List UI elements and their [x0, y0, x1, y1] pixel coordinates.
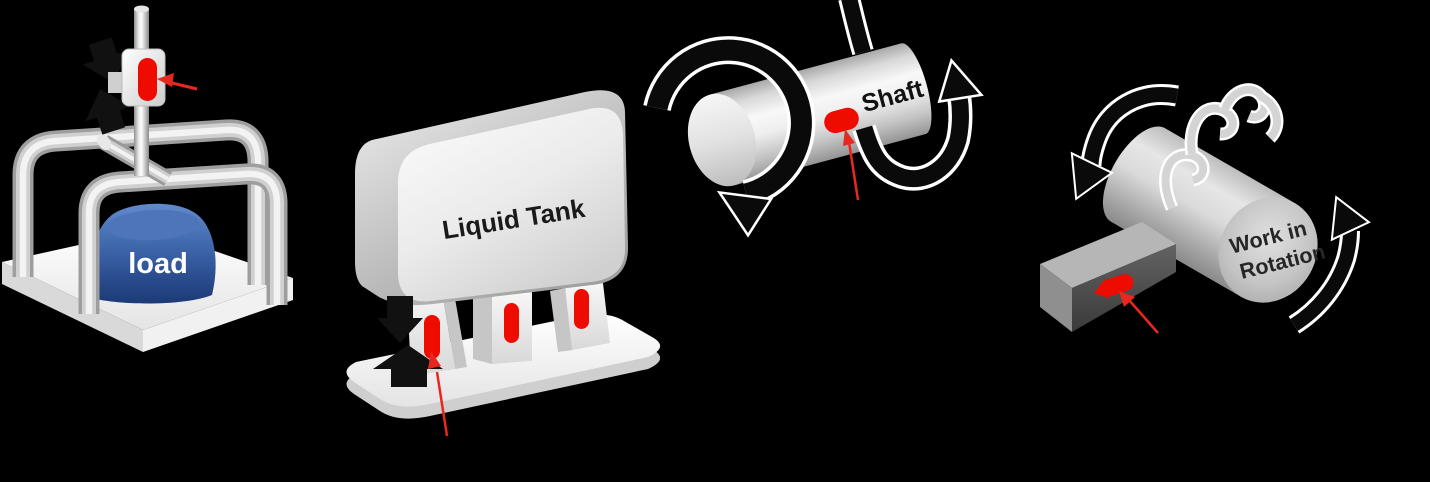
arrow-head — [1070, 151, 1114, 201]
pointer-head — [428, 351, 441, 369]
strain-gauge — [574, 289, 589, 329]
torsion-arrow-left-icon — [657, 50, 801, 238]
workpiece-end-face — [1218, 197, 1318, 303]
tool-end-face — [1040, 264, 1072, 332]
leg-side — [473, 296, 492, 364]
liquid-tank-figure: Liquid Tank — [346, 90, 661, 437]
frame-strut — [94, 133, 168, 179]
tank-front-face — [398, 107, 626, 302]
sensor-side-tab — [108, 72, 124, 93]
torsion-arrow-right-icon — [864, 57, 984, 179]
strain-gauge — [138, 58, 157, 101]
force-down-arrow-icon — [377, 296, 423, 343]
base-plate-left-face — [2, 262, 143, 352]
strain-gauge — [1100, 274, 1134, 297]
load-cell-figure: load — [2, 5, 293, 352]
pointer-head — [1119, 291, 1135, 307]
pointer-line — [1128, 299, 1159, 334]
shaft-figure: Shaft — [657, 0, 984, 238]
base-plate-right-face — [143, 278, 293, 352]
gauge-pointer-arrow-icon — [428, 351, 449, 437]
shaft-cylinder: Shaft — [687, 43, 932, 187]
tool-strain-gauge — [1094, 274, 1134, 299]
load-label: load — [128, 248, 188, 280]
strain-gauge — [504, 303, 519, 343]
leg-side — [441, 285, 467, 369]
strut-end-cap — [96, 133, 112, 151]
tank-body: Liquid Tank — [355, 90, 629, 306]
cutting-tool — [1040, 222, 1176, 332]
pointer-head — [843, 129, 855, 146]
gauge-pointer-arrow-icon — [157, 73, 198, 91]
gauge-pointer-arrow-icon — [1119, 291, 1159, 334]
shaft-end-face — [687, 93, 757, 187]
work-in-rotation-figure: Work in Rotation — [1040, 90, 1371, 334]
rotation-arrow-right-icon — [1294, 195, 1371, 325]
rotation-arrow-left-icon — [1070, 95, 1177, 201]
shaft-body — [709, 43, 932, 186]
load-rod-upper — [134, 9, 149, 51]
rotation-arrow-back-segment-icon — [849, 0, 863, 52]
pointer-head — [157, 73, 174, 87]
strain-gauge — [824, 107, 859, 134]
arrow-head — [1330, 195, 1371, 242]
load-rod-lower — [134, 104, 149, 176]
tank-leg-middle — [473, 292, 532, 364]
load-rod-cap — [134, 5, 149, 13]
load-dome-top — [107, 209, 199, 241]
pointer-line — [167, 80, 198, 91]
force-up-arrow-icon — [85, 89, 132, 135]
workpiece-cylinder — [1102, 126, 1318, 303]
force-down-arrow-icon — [82, 37, 129, 83]
pointer-line — [435, 371, 449, 437]
load-cell-sensor — [108, 48, 166, 107]
load-dome: load — [92, 203, 216, 304]
strain-gauge — [424, 315, 440, 359]
force-up-arrow-icon — [373, 345, 443, 387]
pointer-line — [847, 141, 860, 201]
leg-side — [550, 288, 573, 352]
arrow-head — [937, 57, 984, 104]
tank-leg-right — [550, 283, 610, 352]
arrow-head — [716, 190, 774, 238]
gauge-pointer-arrow-icon — [843, 129, 860, 201]
tool-top-face — [1040, 222, 1176, 288]
